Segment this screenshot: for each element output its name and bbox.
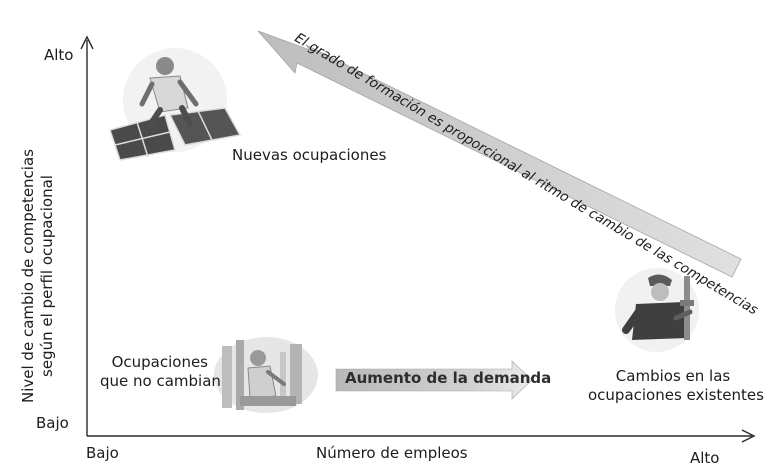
x-axis-title: Número de empleos bbox=[316, 444, 468, 462]
y-axis-title-line1: Nivel de cambio de competencias bbox=[19, 149, 37, 403]
existing-line1: Cambios en las bbox=[615, 367, 731, 385]
demand-arrow bbox=[335, 360, 533, 400]
unchanged-line1: Ocupaciones bbox=[111, 353, 208, 371]
plumber-with-pipe-icon bbox=[615, 268, 699, 352]
y-axis-low-label: Bajo bbox=[36, 414, 69, 432]
person-laying-solar-panels-icon bbox=[109, 48, 242, 161]
existing-occupations-label: Cambios en las ocupaciones existentes bbox=[588, 367, 764, 405]
existing-line2: ocupaciones existentes bbox=[588, 386, 764, 404]
unchanged-occupations-label: Ocupaciones que no cambian bbox=[100, 353, 221, 391]
y-axis-title-line2: según el perfil ocupacional bbox=[38, 175, 56, 377]
training-proportional-arrow bbox=[257, 30, 742, 278]
worker-at-machinery-icon bbox=[214, 337, 318, 413]
new-occupations-label: Nuevas ocupaciones bbox=[232, 146, 387, 164]
x-axis-high-label: Alto bbox=[690, 449, 720, 467]
y-axis bbox=[80, 35, 94, 436]
x-axis bbox=[87, 429, 756, 443]
y-axis-high-label: Alto bbox=[44, 46, 74, 64]
demand-arrow-label: Aumento de la demanda bbox=[345, 369, 552, 387]
unchanged-line2: que no cambian bbox=[100, 372, 221, 390]
x-axis-low-label: Bajo bbox=[86, 444, 119, 462]
